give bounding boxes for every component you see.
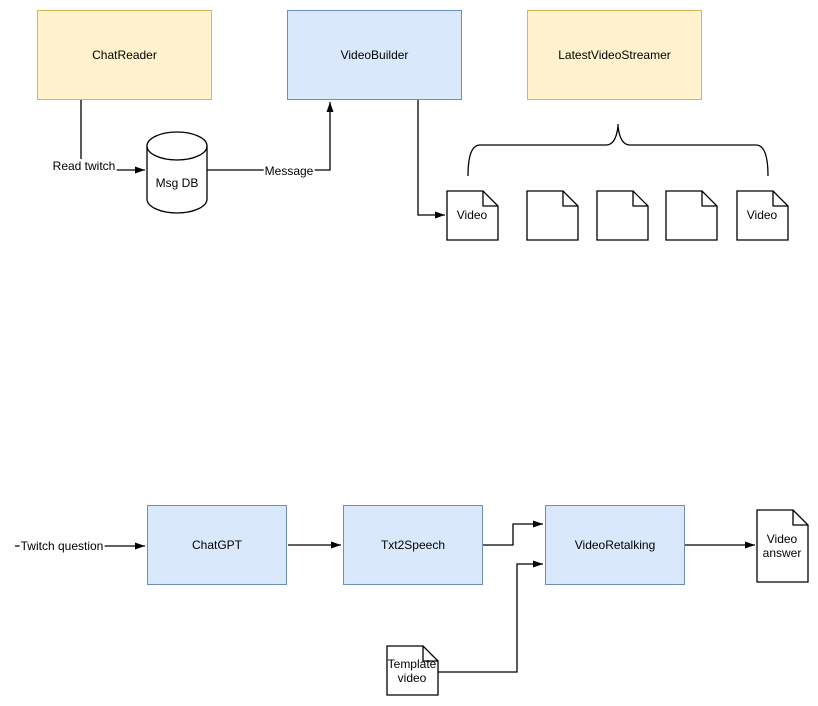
edge-txt2speech-to-videoretalking <box>483 520 543 546</box>
node-latestvideostreamer: LatestVideoStreamer <box>527 10 702 100</box>
node-videoretalking-label: VideoRetalking <box>574 538 656 552</box>
node-chatreader: ChatReader <box>37 10 212 100</box>
node-videobuilder: VideoBuilder <box>287 10 462 100</box>
node-txt2speech: Txt2Speech <box>343 505 483 585</box>
video-doc-1 <box>446 190 499 241</box>
edge-label-read-twitch: Read twitch <box>51 159 117 173</box>
edge-label-twitch-question: Twitch question <box>19 539 105 553</box>
curly-brace <box>467 124 769 177</box>
video-doc-3 <box>596 190 649 241</box>
video-answer-doc <box>756 509 809 583</box>
edge-msgdb-to-videobuilder <box>207 102 334 171</box>
video-doc-5-label: Video <box>746 208 778 222</box>
node-chatgpt: ChatGPT <box>147 505 287 585</box>
template-video-label: Template video <box>387 657 437 685</box>
node-txt2speech-label: Txt2Speech <box>380 538 446 552</box>
template-video-doc <box>386 645 439 696</box>
video-doc-1-label: Video <box>456 208 488 222</box>
node-videoretalking: VideoRetalking <box>545 505 685 585</box>
video-answer-label: Video answer <box>762 532 802 560</box>
msg-db-cylinder <box>146 131 208 214</box>
msg-db-cylinder-top-arc <box>146 145 208 161</box>
edge-template-to-videoretalking <box>438 560 543 673</box>
edge-label-message: Message <box>263 164 315 178</box>
video-doc-2 <box>526 190 579 241</box>
node-latestvideostreamer-label: LatestVideoStreamer <box>558 48 671 62</box>
node-chatgpt-label: ChatGPT <box>191 538 242 552</box>
node-videobuilder-label: VideoBuilder <box>340 48 409 62</box>
edge-videobuilder-to-video-doc <box>417 100 445 219</box>
video-doc-4 <box>665 190 718 241</box>
video-doc-5 <box>736 190 789 241</box>
node-chatreader-label: ChatReader <box>92 48 157 62</box>
msg-db-label: Msg DB <box>155 176 199 190</box>
